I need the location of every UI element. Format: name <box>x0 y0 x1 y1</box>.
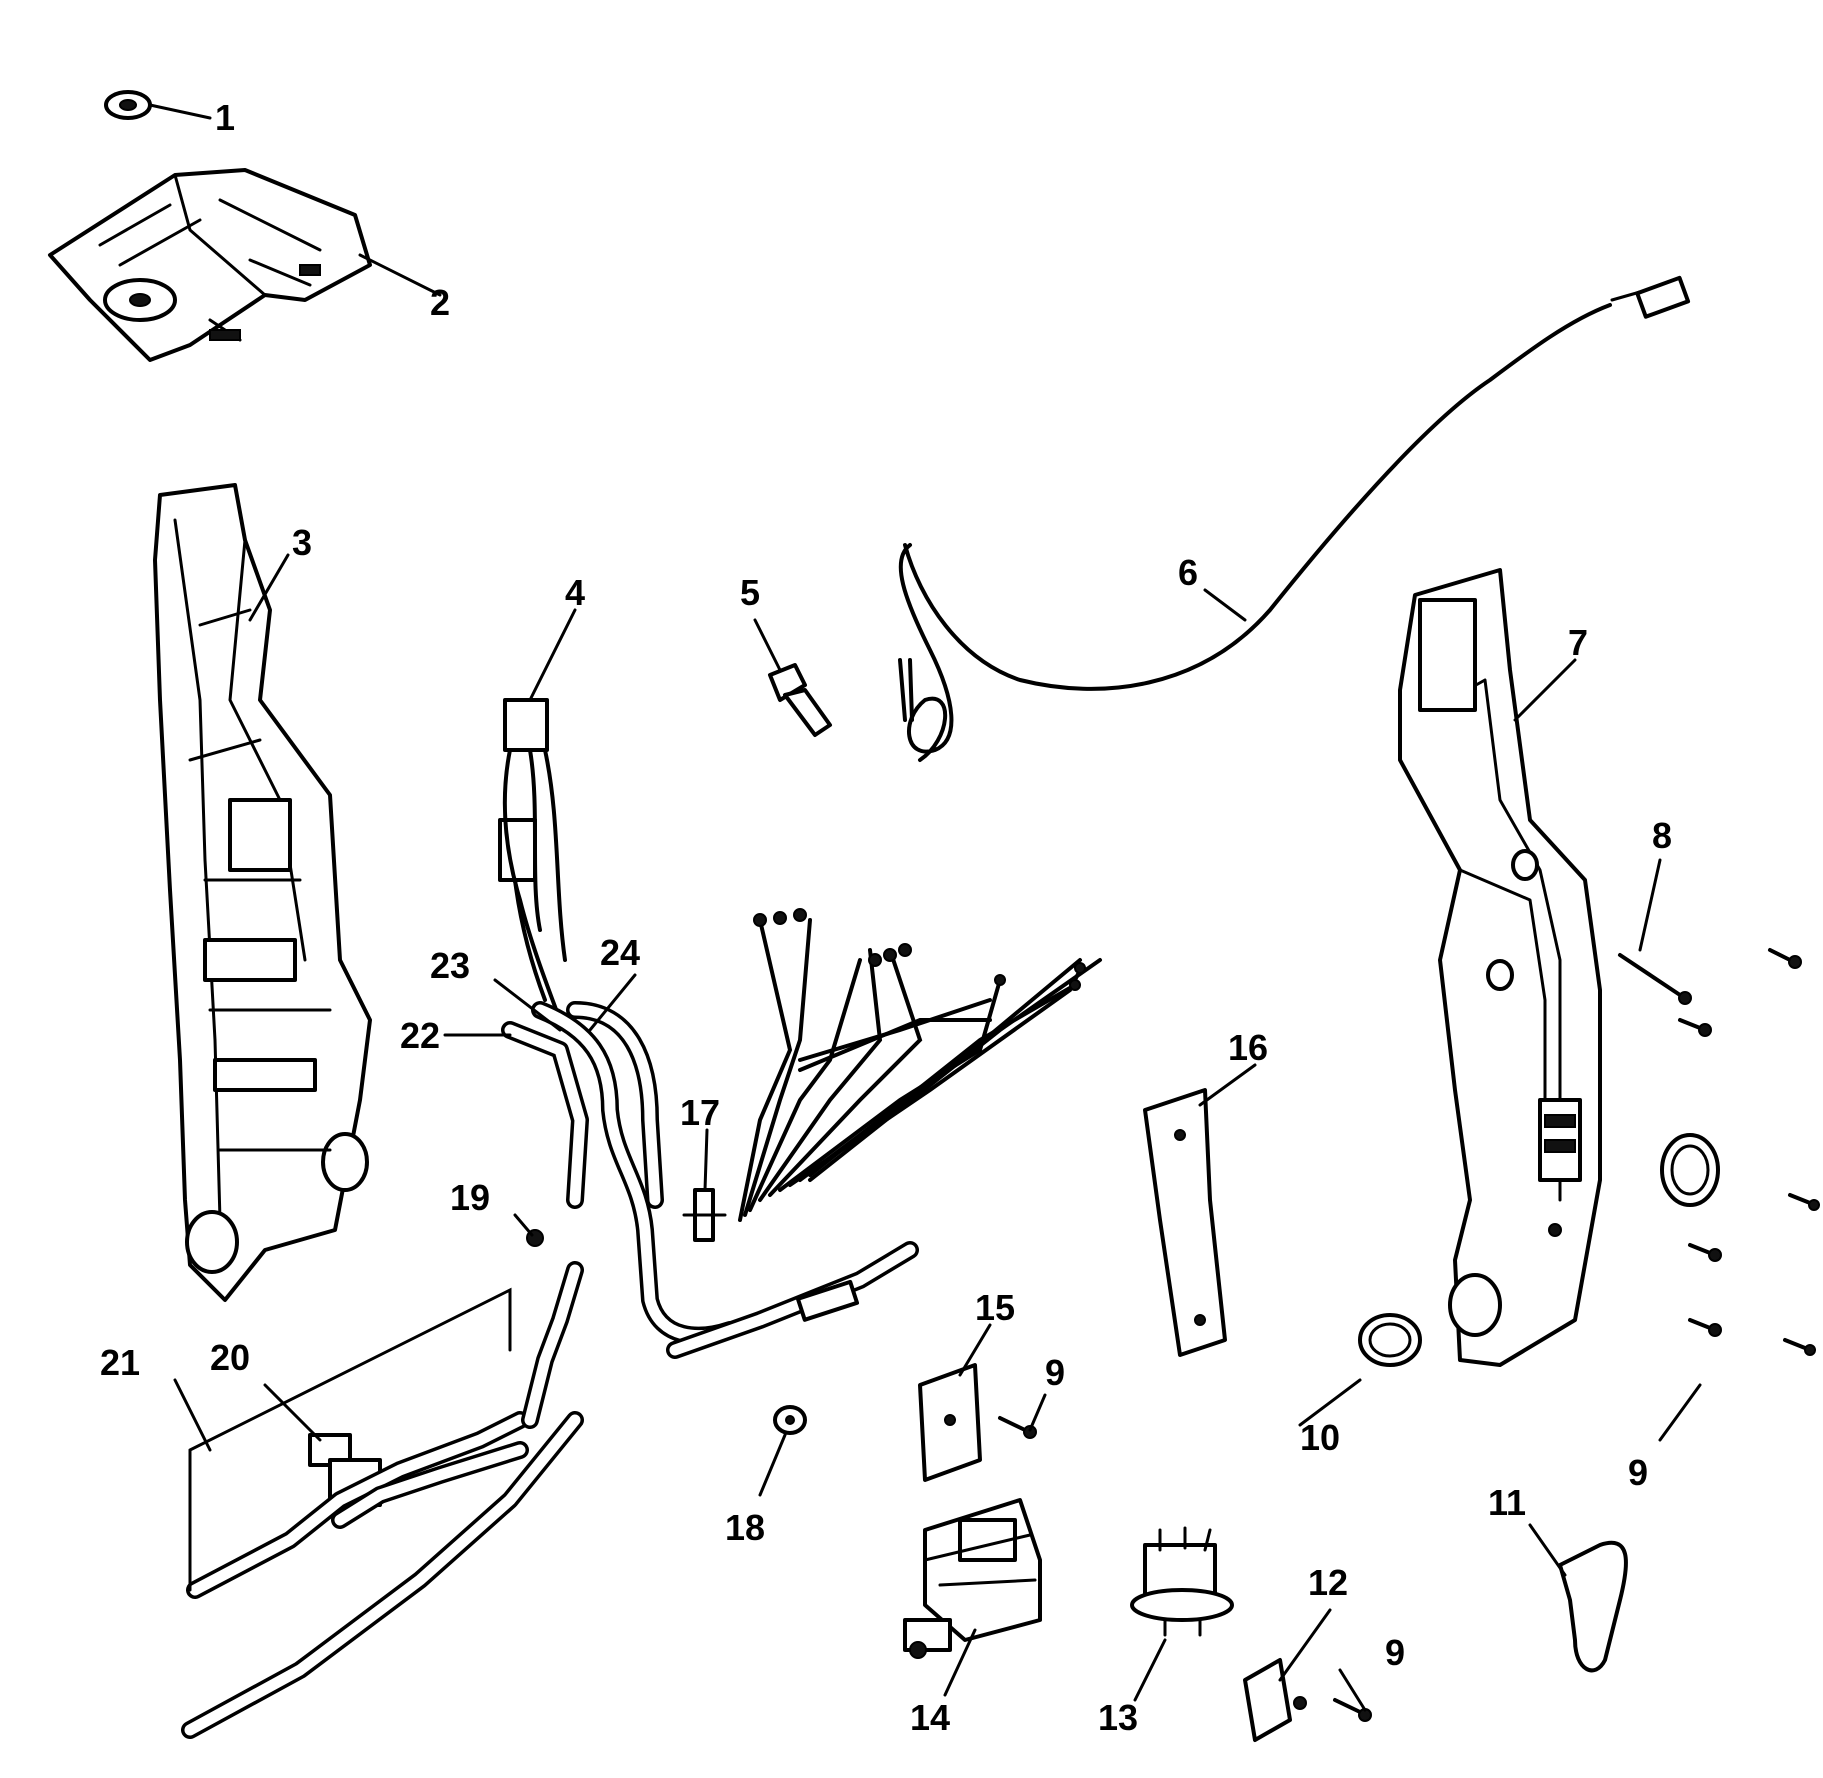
callout-16: 16 <box>1228 1027 1268 1068</box>
callout-14: 14 <box>910 1697 950 1738</box>
part-22-23-24-tubes-and-harness <box>501 908 1102 1359</box>
callout-22: 22 <box>400 1015 440 1056</box>
callout-labels: 1 2 3 4 5 6 7 8 9 9 9 10 11 12 13 14 15 … <box>100 97 1672 1738</box>
callout-9a: 9 <box>1045 1352 1065 1393</box>
callout-21: 21 <box>100 1342 140 1383</box>
callout-9c: 9 <box>1385 1632 1405 1673</box>
part-9-screws <box>998 948 1820 1722</box>
callout-23: 23 <box>430 945 470 986</box>
callout-4: 4 <box>565 572 585 613</box>
callout-3: 3 <box>292 522 312 563</box>
part-14-solenoid-valve <box>903 1498 1042 1659</box>
part-18-washer <box>773 1405 807 1435</box>
callout-19: 19 <box>450 1177 490 1218</box>
callout-17: 17 <box>680 1092 720 1133</box>
callout-6: 6 <box>1178 552 1198 593</box>
callout-5: 5 <box>740 572 760 613</box>
part-15-insulator-plate <box>918 1363 982 1482</box>
part-3-left-handle-housing <box>153 483 372 1302</box>
leader-lines <box>148 103 1702 1712</box>
part-2-top-housing <box>48 168 372 362</box>
callout-11: 11 <box>1488 1482 1526 1523</box>
part-7-right-handle-housing <box>1398 568 1602 1367</box>
callout-24: 24 <box>600 932 640 973</box>
callout-9b: 9 <box>1628 1452 1648 1493</box>
part-5-plug <box>768 663 832 737</box>
part-16-insulator-strip <box>1143 1088 1227 1357</box>
part-4-switch-harness <box>498 698 567 1022</box>
part-8-long-screw <box>1618 953 1692 1005</box>
part-10-bushing <box>1358 1133 1720 1367</box>
callout-13: 13 <box>1098 1697 1138 1738</box>
part-1-cap <box>104 90 152 120</box>
callout-18: 18 <box>725 1507 765 1548</box>
callout-7: 7 <box>1568 622 1588 663</box>
callout-12: 12 <box>1308 1562 1348 1603</box>
part-12-bracket <box>1243 1658 1307 1742</box>
part-21-hose-assembly <box>181 1261 584 1739</box>
part-11-clip <box>1558 1541 1628 1673</box>
callout-8: 8 <box>1652 815 1672 856</box>
part-6-power-cord <box>898 275 1691 762</box>
part-17-splice <box>682 1188 727 1242</box>
callout-2: 2 <box>430 282 450 323</box>
callout-1: 1 <box>215 97 235 138</box>
callout-10: 10 <box>1300 1417 1340 1458</box>
callout-15: 15 <box>975 1287 1015 1328</box>
part-13-relay <box>1130 1526 1234 1637</box>
callout-20: 20 <box>210 1337 250 1378</box>
